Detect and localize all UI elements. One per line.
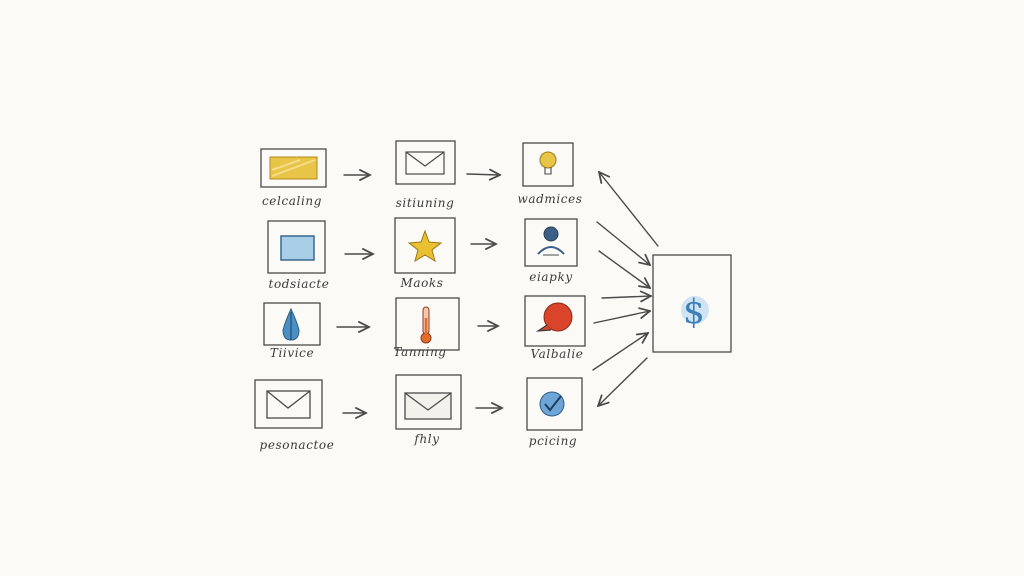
person-icon [537, 226, 565, 256]
node-r4c3 [526, 377, 583, 431]
envelope-icon [404, 392, 452, 420]
node-r2c1 [267, 220, 326, 274]
node-label-r1c2: sitiuning [395, 196, 455, 210]
node-r2c3 [524, 218, 578, 267]
yellow-card-icon [269, 156, 318, 180]
node-label-r3c2: Tanning [393, 345, 447, 359]
arrow-hub-out-top [599, 172, 659, 247]
node-label-r4c1: pesonactoe [259, 438, 335, 452]
water-drop-icon [282, 307, 300, 341]
svg-text:$: $ [683, 292, 705, 332]
node-label-r1c1: celcaling [261, 194, 323, 208]
envelope-icon [405, 151, 445, 175]
arrow-in-hub-1 [596, 221, 650, 265]
node-r3c1 [263, 302, 321, 346]
arrow-in-hub-4 [593, 311, 650, 324]
node-label-r4c2: fhly [414, 432, 440, 446]
arrow-r1-2 [466, 174, 500, 175]
blue-square-icon [280, 235, 315, 261]
dollar-sign-icon: $ [681, 292, 709, 332]
node-r3c2 [395, 297, 460, 351]
hub-node: $ [652, 254, 732, 353]
red-speech-bubble-icon [535, 302, 573, 332]
checkmark-icon [539, 391, 565, 417]
flow-arrows [336, 172, 659, 413]
node-label-r4c3: pcicing [528, 434, 578, 448]
lightbulb-icon [539, 151, 557, 175]
node-r3c3 [524, 295, 586, 347]
node-label-r2c1: todsiacte [268, 277, 330, 291]
node-r4c2 [395, 374, 462, 430]
star-icon [407, 229, 443, 263]
node-label-r2c3: eiapky [529, 270, 573, 284]
node-label-r1c3: wadmices [517, 192, 583, 206]
node-r4c1 [254, 379, 323, 429]
arrow-in-hub-5 [592, 333, 648, 371]
node-r1c1 [260, 148, 327, 188]
envelope-icon [266, 390, 311, 419]
node-r1c3 [522, 142, 574, 187]
thermometer-icon [420, 306, 432, 344]
node-label-r2c2: Maoks [400, 276, 444, 290]
node-label-r3c1: Tiivice [269, 346, 315, 360]
node-r2c2 [394, 217, 456, 274]
arrow-hub-out-bottom [598, 357, 648, 406]
arrow-in-hub-2 [598, 250, 650, 288]
arrow-in-hub-3 [601, 296, 651, 298]
node-r1c2 [395, 140, 456, 185]
node-label-r3c3: Valbalie [530, 347, 584, 361]
